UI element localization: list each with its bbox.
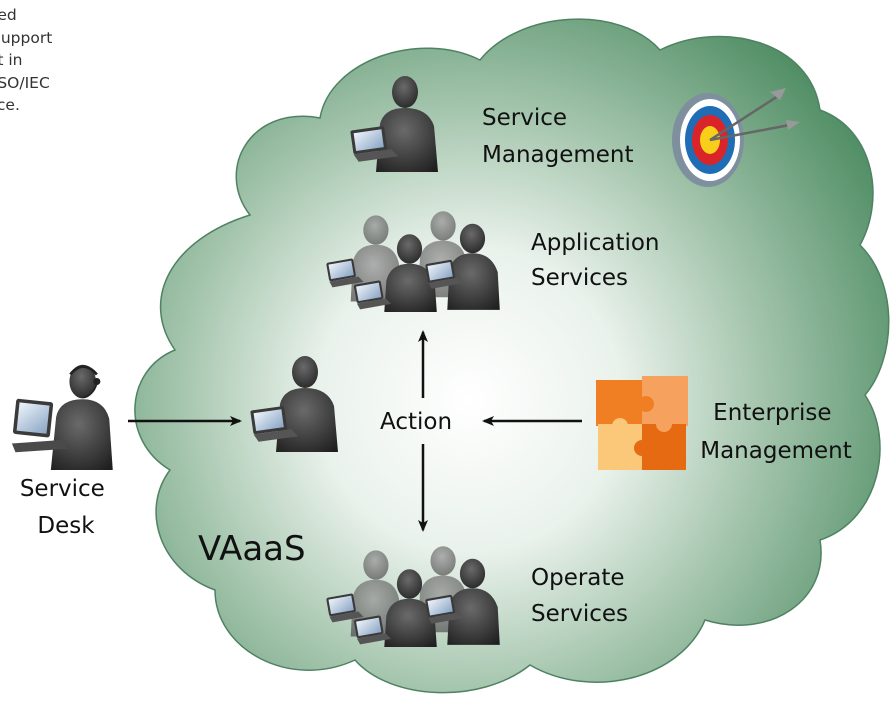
arrows xyxy=(128,330,582,532)
service-desk-agent-icon xyxy=(10,363,115,470)
puzzle-icon xyxy=(596,376,688,470)
vaaas-label: VAaaS xyxy=(198,529,306,569)
cloud-shape xyxy=(134,18,890,694)
service-desk-label: Service Desk xyxy=(20,476,112,539)
enterprise-management-label: Enterprise Management xyxy=(700,400,852,464)
action-label: Action xyxy=(380,409,452,435)
application-services-label: Application Services xyxy=(531,230,667,291)
operate-services-label: Operate Services xyxy=(531,565,632,627)
service-management-label: Service Management xyxy=(482,105,634,168)
target-icon xyxy=(672,88,800,187)
intro-text: aged g support ent in d ISO/IEC ctice. xyxy=(0,6,53,114)
